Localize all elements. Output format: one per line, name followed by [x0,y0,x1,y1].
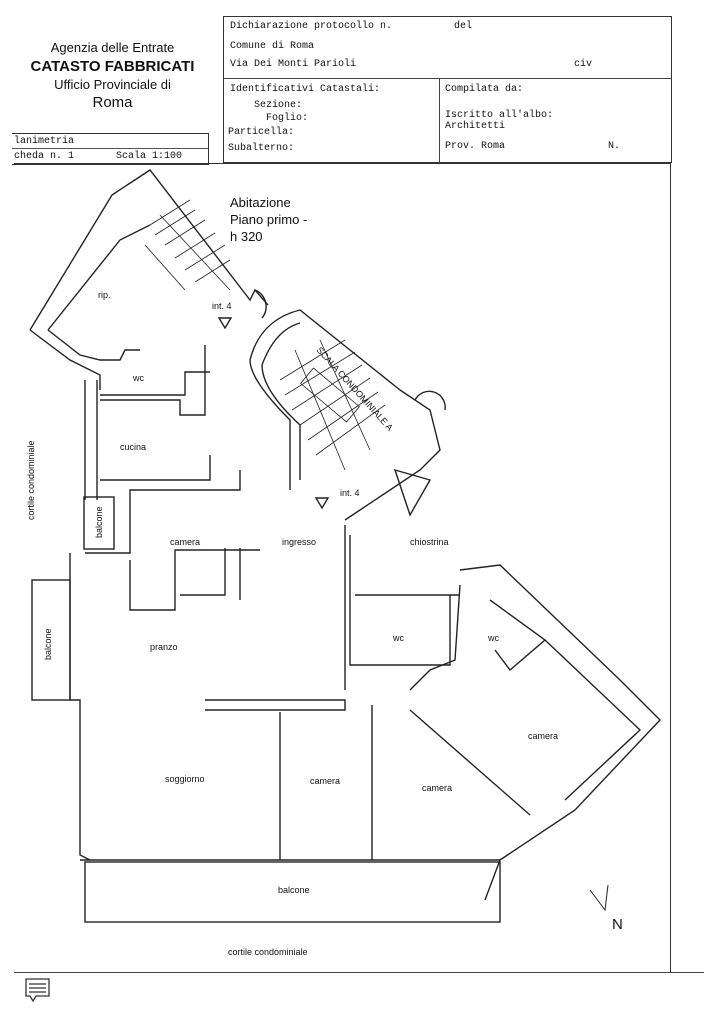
room-ingresso: ingresso [282,537,317,547]
room-rip: rip. [98,290,111,300]
albo-value: Architetti [445,121,506,132]
entrance-int4-mid: int. 4 [340,488,360,498]
sheet-box: lanimetria cheda n. 1 Scala 1:100 [12,133,209,165]
room-camera: camera [170,537,201,547]
room-wc-3: wc [488,633,499,643]
room-balcone-bottom: balcone [278,885,310,895]
plan-title: Abitazione [230,195,291,210]
civ-label: civ [574,59,593,70]
particella-label: Particella: [228,127,295,138]
subalterno-label: Subalterno: [228,143,295,154]
address: Via Dei Monti Parioli [230,59,357,70]
room-soggiorno: soggiorno [165,774,205,784]
room-camera-4: camera [422,783,453,793]
agency-city: Roma [92,94,133,111]
agency-name: Agenzia delle Entrate [50,40,175,55]
agency-office: Ufficio Provinciale di [54,77,171,92]
iscritto-label: Iscritto all'albo: [445,110,554,121]
room-camera-3: camera [310,776,341,786]
sheet-scale: Scala 1:100 [116,151,183,162]
room-camera-2: camera [528,731,559,741]
sheet-number: cheda n. 1 [14,151,75,162]
cortile-bottom-label: cortile condominiale [228,947,308,957]
ident-title: Identificativi Catastali: [230,84,381,95]
room-pranzo: pranzo [150,642,178,652]
room-cucina: cucina [120,442,147,452]
del-label: del [454,21,473,32]
agency-department: CATASTO FABBRICATI [30,58,195,75]
plan-floor: Piano primo - [230,212,308,227]
room-chiostrina: chiostrina [410,537,449,547]
room-wc-2: wc [393,633,404,643]
n-label: N. [608,141,621,152]
prov-label: Prov. Roma [445,141,506,152]
compilata-label: Compilata da: [445,84,524,95]
plan-height: h 320 [230,229,263,244]
north-label: N [612,916,623,933]
header-box: Dichiarazione protocollo n. del Comune d… [223,16,672,163]
protocol-label: Dichiarazione protocollo n. [230,21,393,32]
foglio-label: Foglio: [266,113,309,124]
sezione-label: Sezione: [254,100,303,111]
comment-icon[interactable] [25,978,50,1003]
sheet-type: lanimetria [14,136,75,147]
bottom-rule [14,972,704,973]
room-wc: wc [133,373,144,383]
entrance-int4-top: int. 4 [212,301,232,311]
comune: Comune di Roma [230,41,315,52]
